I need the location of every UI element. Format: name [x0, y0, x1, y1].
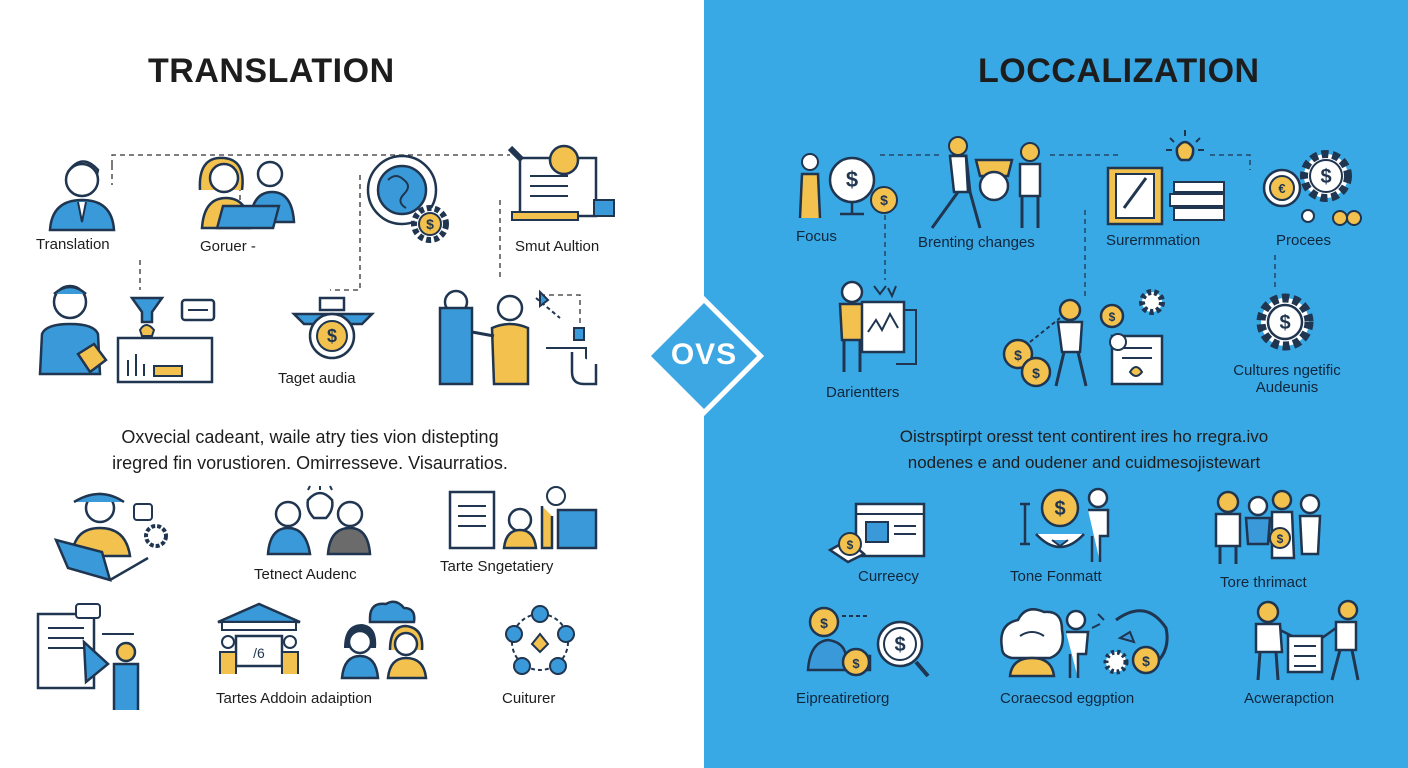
- label-coraecsod: Coraecsod eggption: [1000, 690, 1135, 707]
- svg-text:$: $: [426, 216, 434, 232]
- label-structure: Smut Aultion: [515, 238, 600, 255]
- person-chart-board-icon: [826, 280, 926, 376]
- cloud-person-cycle-icon: $: [996, 598, 1176, 682]
- label-currency: Curreecy: [858, 568, 919, 585]
- documents-person-icon: [446, 486, 602, 552]
- svg-text:$: $: [880, 192, 888, 208]
- localization-paragraph-line-2: nodenes e and oudener and cuidmesojistew…: [907, 453, 1261, 472]
- svg-text:$: $: [1277, 532, 1284, 546]
- handshake-people-icon: [436, 288, 602, 388]
- translation-paragraph-line-2: iregred fin vorustioren. Omirresseve. Vi…: [112, 453, 508, 473]
- svg-text:€: €: [1278, 181, 1285, 196]
- label-cultural-audience: Cultures ngetific Audeunis: [1222, 362, 1352, 396]
- svg-text:$: $: [820, 615, 828, 631]
- target-dollar-icon: $: [290, 292, 376, 362]
- label-expression: Eipreatiretiorg: [796, 690, 890, 707]
- vs-badge-text: OVS: [670, 338, 738, 371]
- bulb-audience-icon: [264, 484, 374, 560]
- svg-text:$: $: [852, 656, 860, 671]
- label-translation: Translation: [36, 236, 110, 253]
- label-differences: Darientters: [826, 384, 900, 401]
- label-strategy: Tarte Sngetatiery: [440, 558, 554, 575]
- person-coin-icon: $ $: [796, 152, 900, 222]
- person-coins-document-icon: $ $ $: [1000, 289, 1180, 390]
- translator-person-icon: [42, 150, 122, 232]
- two-people-collaborating-icon: [194, 150, 304, 230]
- localization-paragraph-line-1: Oistrsptirpt oresst tent contirent ires …: [899, 427, 1269, 446]
- label-cultural-line-2: Audeunis: [1255, 379, 1319, 396]
- globe-gear-icon: $: [362, 150, 458, 246]
- label-focus: Focus: [796, 228, 837, 245]
- svg-text:$: $: [1054, 498, 1065, 520]
- label-summation: Surermmation: [1106, 232, 1201, 249]
- translation-paragraph-line-1: Oxvecial cadeant, waile atry ties vion d…: [121, 427, 499, 447]
- documents-stack-icon: [1104, 164, 1228, 226]
- svg-text:$: $: [1142, 653, 1150, 669]
- label-branding-changes: Brenting changes: [918, 234, 1035, 251]
- svg-text:$: $: [327, 326, 337, 346]
- translation-title: TRANSLATION: [148, 52, 395, 90]
- currency-exchange-icon: $ $ $: [804, 604, 934, 684]
- dollar-gear-icon: $: [1250, 290, 1320, 356]
- svg-text:$: $: [1109, 310, 1116, 324]
- women-cloud-icon: [340, 598, 430, 680]
- building-people-icon: /6: [214, 602, 304, 678]
- localization-title: LOCCALIZATION: [978, 52, 1260, 90]
- group-money-icon: $: [1212, 488, 1324, 568]
- localization-paragraph: Oistrsptirpt oresst tent contirent ires …: [824, 424, 1344, 476]
- people-carrying-box-icon: [918, 136, 1054, 232]
- label-tone-format: Tone Fonmatt: [1010, 568, 1102, 585]
- label-tore-thrimact: Tore thrimact: [1220, 574, 1307, 591]
- vs-diamond-badge: [643, 295, 765, 417]
- label-culture: Cuiturer: [502, 690, 556, 707]
- document-inspection-icon: [507, 138, 618, 228]
- presentation-teacher-icon: [34, 602, 144, 712]
- svg-text:$: $: [894, 634, 905, 656]
- translation-paragraph: Oxvecial cadeant, waile atry ties vion d…: [40, 424, 580, 476]
- cultural-cycle-icon: [500, 604, 580, 680]
- svg-text:$: $: [847, 538, 854, 552]
- tone-format-coin-icon: $: [1016, 486, 1116, 566]
- label-adaptation: Acwerapction: [1244, 690, 1335, 707]
- lightbulb-icon: [1160, 128, 1210, 168]
- desk-filter-chart-icon: [114, 292, 224, 386]
- svg-text:$: $: [1014, 347, 1022, 363]
- svg-text:$: $: [1279, 312, 1290, 334]
- svg-text:$: $: [1320, 166, 1331, 188]
- label-teacher-audience: Tetnect Audenc: [254, 566, 357, 583]
- browser-currency-icon: $: [827, 500, 928, 566]
- euro-dollar-gears-icon: $ €: [1260, 146, 1364, 228]
- svg-text:$: $: [846, 167, 858, 192]
- label-target-audience: Taget audia: [278, 370, 356, 387]
- label-process: Procees: [1276, 232, 1332, 249]
- person-with-tag-icon: [38, 280, 110, 376]
- svg-text:$: $: [1032, 365, 1040, 381]
- label-gorner: Goruer -: [200, 238, 256, 255]
- label-adaption: Tartes Addoin adaiption: [216, 690, 372, 707]
- person-laptop-icon: [52, 488, 172, 584]
- svg-text:/6: /6: [253, 645, 265, 661]
- label-cultural-line-1: Cultures ngetific: [1233, 362, 1341, 379]
- people-whiteboard-icon: [1252, 599, 1362, 682]
